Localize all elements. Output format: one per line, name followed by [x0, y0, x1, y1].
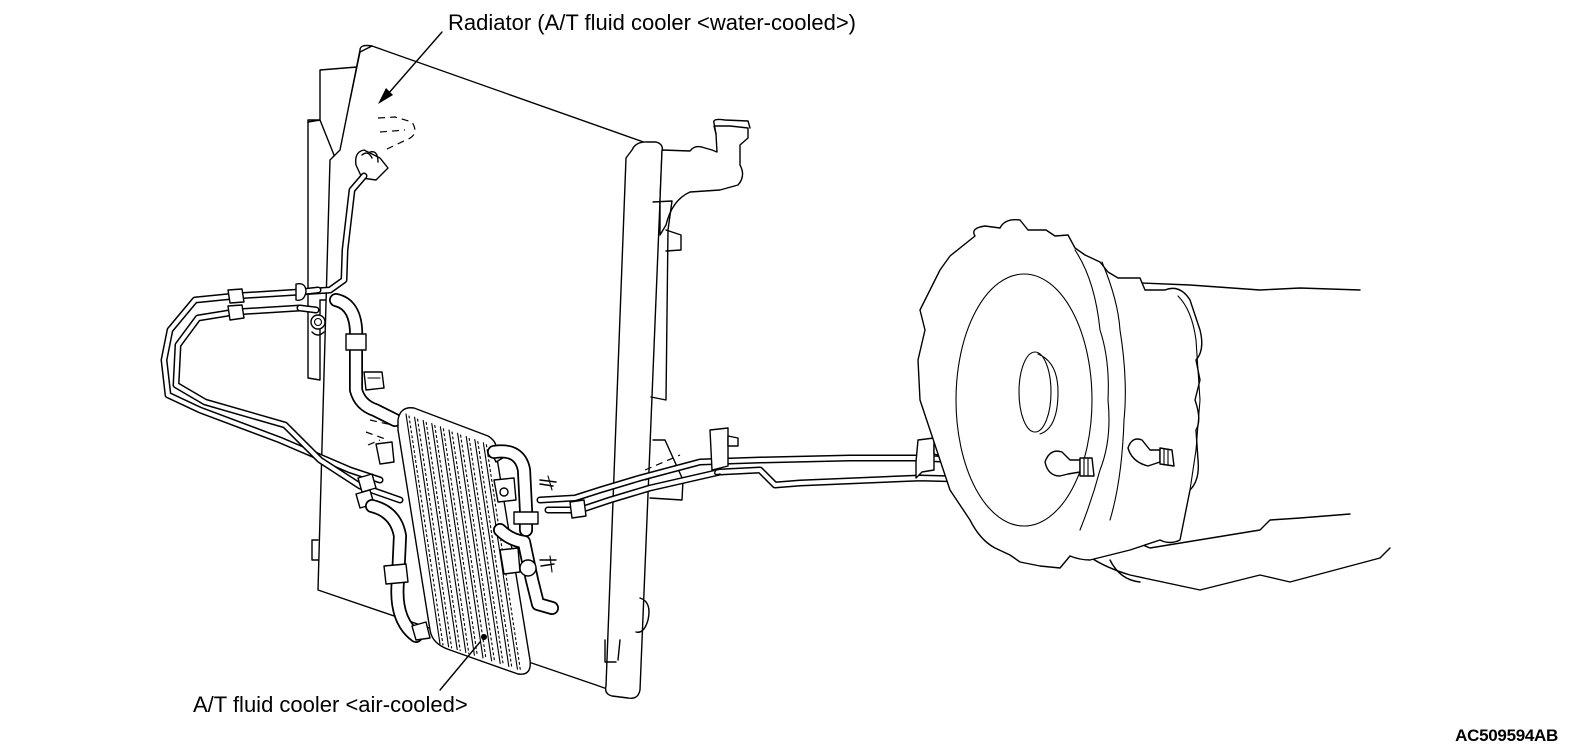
radiator-to-cooler-hose	[329, 293, 402, 427]
lower-pipe-clamps	[355, 441, 431, 643]
cooler-fin-texture	[425, 421, 461, 652]
input-shaft-bore	[1018, 351, 1052, 433]
transmission-case	[1069, 279, 1361, 291]
cooler-fin	[405, 413, 441, 645]
cooler-fin	[465, 435, 501, 665]
cooler-fin-texture	[477, 441, 513, 668]
cooler-fin-texture	[442, 428, 478, 657]
air-cooler-callout-leader	[439, 634, 487, 691]
cooler-fin-texture	[434, 425, 470, 654]
pipe-clamp-2	[915, 437, 935, 479]
cooler-fin-texture	[468, 437, 504, 666]
radiator-callout-label: Radiator (A/T fluid cooler <water-cooled…	[448, 10, 857, 35]
air-cooler-callout-label: A/T fluid cooler <air-cooled>	[193, 692, 468, 717]
air-cooled-fluid-cooler	[397, 407, 531, 675]
cooler-pipes-left	[160, 172, 404, 504]
cooler-fin	[422, 419, 458, 651]
cooler-fin	[474, 439, 510, 667]
cooler-fin-texture	[417, 418, 453, 649]
cooler-fin	[448, 429, 484, 659]
cooler-fin-texture	[485, 444, 521, 671]
cooler-outlet-hoses	[487, 444, 559, 615]
flex-plate	[955, 273, 1093, 527]
cooler-fin-texture	[460, 434, 496, 663]
cooler-fin	[431, 423, 467, 653]
bell-housing	[917, 218, 1203, 569]
cooler-fin-texture	[408, 415, 444, 646]
transmission	[917, 218, 1391, 591]
pipe-clamp-1	[709, 427, 729, 471]
figure-id: AC509594AB	[1455, 726, 1558, 745]
cooler-fin-texture	[451, 431, 487, 660]
radiator-header-tank	[659, 125, 749, 236]
upper-radiator-fitting	[354, 149, 389, 181]
radiator-callout-leader	[378, 31, 443, 104]
cooler-fin	[457, 432, 493, 662]
cooler-fin	[414, 416, 450, 648]
cooler-fins	[405, 413, 521, 671]
cooler-fin	[439, 426, 475, 656]
radiator-right-tank	[604, 141, 664, 700]
